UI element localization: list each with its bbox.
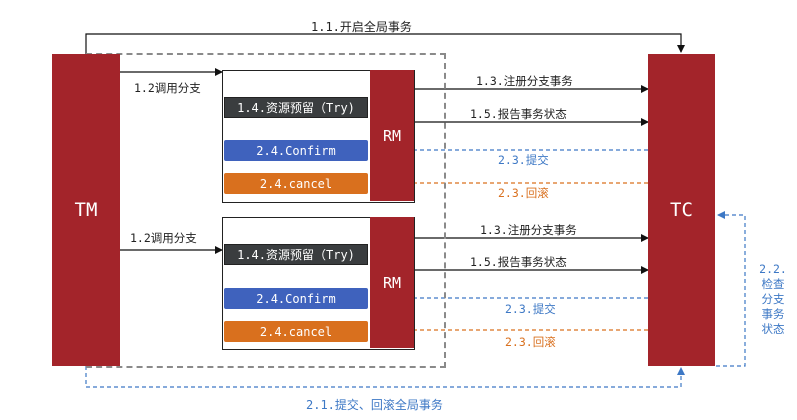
confirm-bar-1: 2.4.Confirm: [224, 140, 368, 161]
rm-block-1: RM: [370, 70, 414, 201]
report-status-label-1: 1.5.报告事务状态: [470, 107, 567, 121]
call-branch-label-2: 1.2调用分支: [130, 231, 197, 245]
tm-block: TM: [52, 54, 120, 366]
tc-label: TC: [670, 199, 693, 221]
register-branch-label-1: 1.3.注册分支事务: [476, 74, 573, 88]
commit-label-2: 2.3.提交: [505, 302, 556, 316]
rollback-label-1: 2.3.回滚: [498, 186, 549, 200]
report-status-label-2: 1.5.报告事务状态: [470, 255, 567, 269]
try-bar-2: 1.4.资源预留（Try): [224, 244, 368, 265]
cancel-bar-2: 2.4.cancel: [224, 321, 368, 342]
check-status-label: 2.2. 检查 分支 事务 状态: [759, 262, 787, 336]
cancel-bar-1: 2.4.cancel: [224, 173, 368, 194]
confirm-bar-2: 2.4.Confirm: [224, 288, 368, 309]
rm-label-1: RM: [382, 126, 402, 145]
try-bar-1: 1.4.资源预留（Try): [224, 97, 368, 118]
commit-rollback-global-arrow: [85, 366, 685, 388]
rm-block-2: RM: [370, 217, 414, 348]
commit-label-1: 2.3.提交: [498, 153, 549, 167]
call-branch-label-1: 1.2调用分支: [134, 81, 201, 95]
register-branch-label-2: 1.3.注册分支事务: [480, 223, 577, 237]
commit-rollback-global-label: 2.1.提交、回滚全局事务: [306, 398, 443, 412]
tc-block: TC: [648, 54, 715, 366]
tm-label: TM: [74, 199, 98, 221]
rm-label-2: RM: [382, 273, 402, 292]
open-global-arrow: [85, 33, 685, 54]
rollback-label-2: 2.3.回滚: [505, 335, 556, 349]
open-global-label: 1.1.开启全局事务: [311, 20, 412, 34]
check-status-arrow: [716, 211, 746, 367]
